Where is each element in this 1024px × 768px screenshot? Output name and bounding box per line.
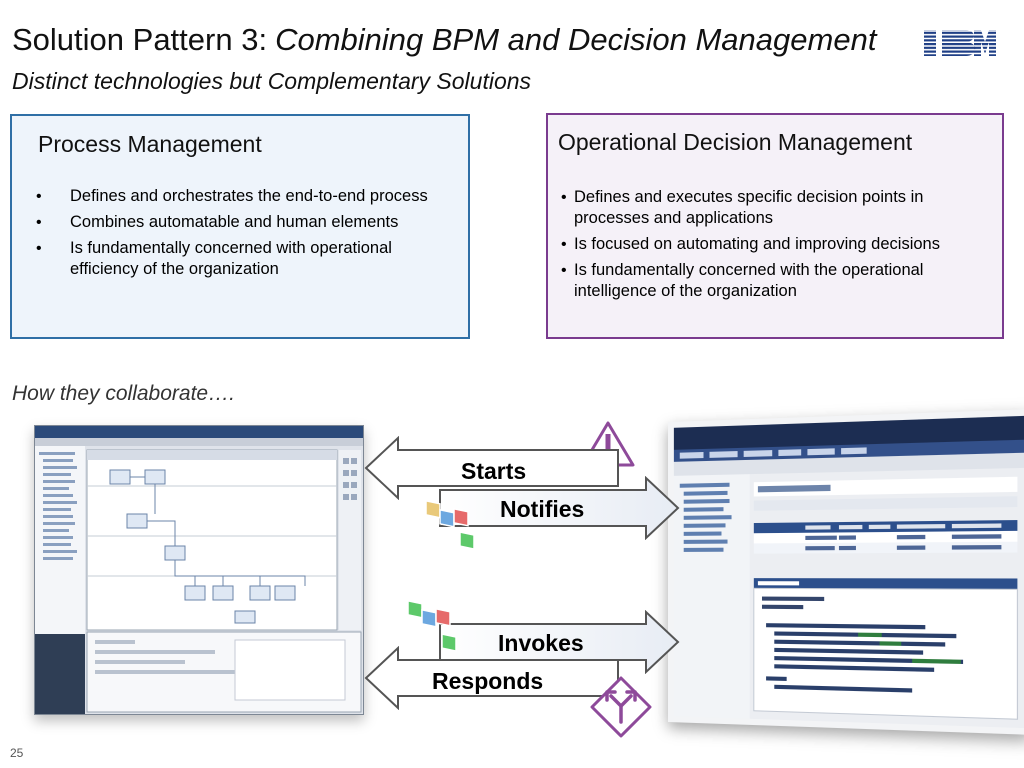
ibm-logo-icon	[922, 28, 998, 58]
list-item: •Defines and orchestrates the end-to-end…	[32, 186, 452, 207]
process-bullet-list: •Defines and orchestrates the end-to-end…	[32, 186, 452, 285]
decision-diamond-icon	[590, 676, 652, 738]
collaborate-heading: How they collaborate….	[12, 382, 235, 406]
bpm-tool-screenshot	[34, 425, 364, 715]
list-item: •Combines automatable and human elements	[32, 212, 452, 233]
process-panel-title: Process Management	[38, 131, 262, 158]
title-emphasis: Combining BPM and Decision Management	[275, 22, 876, 57]
decision-panel-title: Operational Decision Management	[558, 129, 912, 156]
decision-management-panel: Operational Decision Management •Defines…	[546, 113, 1004, 339]
process-management-panel: Process Management •Defines and orchestr…	[10, 114, 470, 339]
title-lead: Solution Pattern 3:	[12, 22, 267, 57]
slide-title: Solution Pattern 3:Combining BPM and Dec…	[12, 22, 876, 58]
bpm-process-diagram-image	[35, 426, 363, 714]
list-item: •Is fundamentally concerned with the ope…	[558, 260, 998, 302]
message-blocks-icon	[404, 598, 474, 656]
responds-label: Responds	[432, 668, 543, 695]
notifies-label: Notifies	[500, 496, 584, 523]
slide-subtitle: Distinct technologies but Complementary …	[12, 68, 531, 95]
decision-bullet-list: •Defines and executes specific decision …	[558, 187, 998, 307]
list-item: •Is focused on automating and improving …	[558, 234, 998, 255]
list-item: •Is fundamentally concerned with operati…	[32, 238, 452, 280]
message-blocks-icon	[422, 494, 492, 550]
page-number: 25	[10, 746, 23, 760]
list-item: •Defines and executes specific decision …	[558, 187, 998, 229]
decision-center-screenshot	[668, 409, 1024, 735]
business-rules-console-image	[674, 416, 1024, 728]
